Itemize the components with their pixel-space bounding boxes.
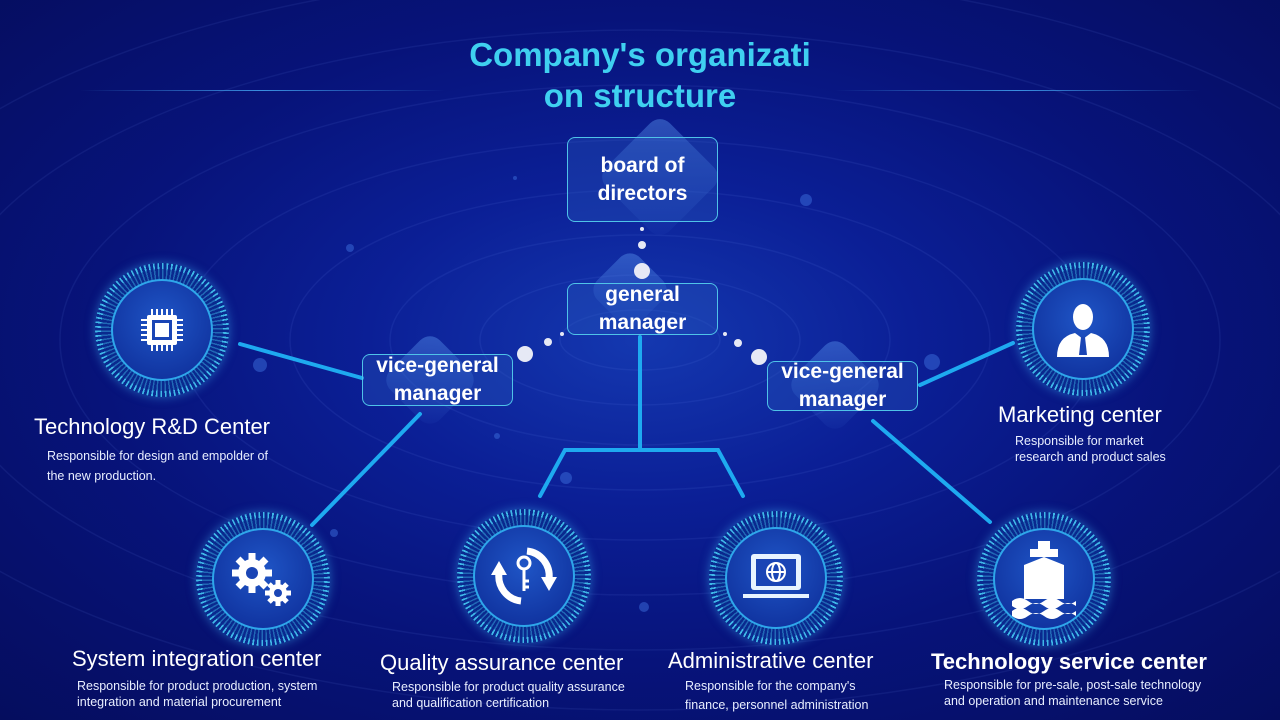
title-divider-left	[80, 90, 445, 91]
center-name: Marketing center	[998, 402, 1162, 427]
center-description: Responsible for pre-sale, post-sale tech…	[944, 678, 1202, 708]
line-vgm-left-to-system	[310, 412, 422, 527]
key-cycle-icon	[491, 547, 557, 605]
center-name: Quality assurance center	[380, 650, 624, 675]
center-description: Responsible for product quality assuranc…	[392, 680, 625, 710]
marketing-center-badge	[1016, 262, 1150, 396]
quality-center-badge	[457, 509, 591, 643]
line-vgm-right-to-service	[871, 419, 992, 524]
connector-dot	[640, 227, 644, 231]
service-center-badge	[977, 512, 1111, 646]
gears-icon	[232, 553, 291, 606]
connector-dot	[638, 241, 646, 249]
center-name: Technology R&D Center	[34, 414, 271, 439]
chip-icon	[141, 309, 183, 351]
system-center-badge	[196, 512, 330, 646]
rnd-center-badge	[95, 263, 229, 397]
connector-dot	[734, 339, 742, 347]
line-vgm-left-to-rnd	[238, 342, 364, 380]
connector-dot	[560, 332, 564, 336]
connector-dot	[723, 332, 727, 336]
title-divider-right	[835, 90, 1200, 91]
administrative-center-badge	[709, 511, 843, 645]
ship-icon	[1012, 541, 1076, 619]
line-gm-branch	[538, 448, 745, 498]
line-vgm-right-to-marketing	[918, 341, 1015, 387]
connector-dot	[634, 263, 650, 279]
connector-dot	[544, 338, 552, 346]
connector-dot	[517, 346, 533, 362]
center-name: Technology service center	[931, 649, 1207, 674]
connector-dot	[751, 349, 767, 365]
center-name: System integration center	[72, 646, 322, 671]
center-description: Responsible for product production, syst…	[77, 679, 318, 709]
laptop-globe-icon	[743, 554, 809, 598]
center-name: Administrative center	[668, 648, 874, 673]
businessman-icon	[1057, 304, 1109, 357]
